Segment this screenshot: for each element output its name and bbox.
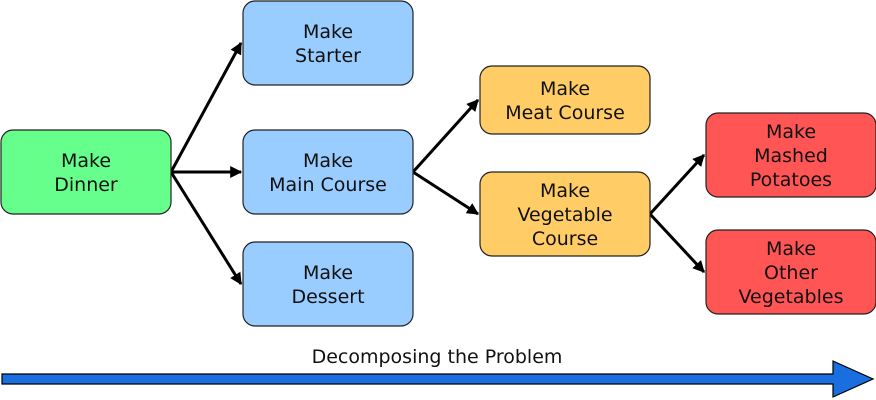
node-label-dinner-line-1: Make [61, 150, 111, 172]
node-label-meat-course-line-2: Meat Course [505, 102, 625, 124]
node-label-starter-line-2: Starter [295, 45, 361, 67]
node-label-other-vegetables-line-3: Vegetables [739, 286, 844, 308]
edges-layer [169, 41, 706, 286]
node-label-vegetable-course-line-3: Course [532, 228, 598, 250]
node-box-dessert [242, 241, 414, 327]
node-box-main-course [242, 129, 414, 215]
node-label-dessert-line-1: Make [303, 262, 353, 284]
node-label-other-vegetables-line-1: Make [766, 238, 816, 260]
node-box-dinner [0, 129, 172, 215]
progress-arrow-shape [1, 360, 875, 398]
edge-dinner-to-dessert [169, 171, 243, 286]
node-label-mashed-potatoes-line-3: Potatoes [750, 169, 832, 191]
node-box-other-vegetables [705, 229, 876, 315]
node-label-main-course-line-2: Main Course [269, 174, 387, 196]
node-label-dinner-line-2: Dinner [54, 174, 118, 196]
node-box-meat-course [479, 65, 651, 135]
node-box-mashed-potatoes [705, 112, 876, 198]
node-label-vegetable-course-line-1: Make [540, 180, 590, 202]
edge-vegetable-course-to-mashed-potatoes [648, 153, 706, 216]
node-label-dessert-line-2: Dessert [291, 286, 364, 308]
edge-main-course-to-meat-course [411, 98, 480, 174]
node-label-mashed-potatoes-line-1: Make [766, 121, 816, 143]
node-label-main-course-line-1: Make [303, 150, 353, 172]
node-box-vegetable-course [479, 171, 651, 257]
progress-arrow-label: Decomposing the Problem [312, 346, 563, 368]
edge-dinner-to-starter [169, 41, 243, 173]
edge-vegetable-course-to-other-vegetables [648, 212, 706, 274]
edge-main-course-to-vegetable-course [412, 170, 480, 216]
node-label-mashed-potatoes-line-2: Mashed [754, 145, 828, 167]
node-label-vegetable-course-line-2: Vegetable [517, 204, 612, 226]
node-label-meat-course-line-1: Make [540, 78, 590, 100]
progress-arrow: Decomposing the Problem [1, 346, 875, 398]
node-label-other-vegetables-line-2: Other [764, 262, 818, 284]
node-label-starter-line-1: Make [303, 21, 353, 43]
node-box-starter [242, 0, 414, 86]
